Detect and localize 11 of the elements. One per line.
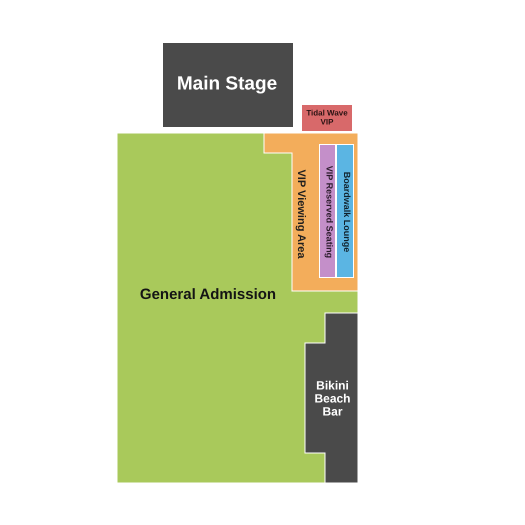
section-label: Boardwalk Lounge [341, 172, 351, 252]
vip-section [302, 105, 352, 131]
section-label: Bikini Beach Bar [313, 380, 352, 418]
stage-block [163, 43, 293, 127]
section-label: VIP Reserved Seating [324, 166, 334, 258]
stage-label: Main Stage [176, 74, 278, 96]
section-label: Tidal Wave VIP [305, 109, 349, 127]
section-label: VIP Viewing Area [294, 169, 306, 259]
lounge-section [336, 144, 354, 278]
seating-section [319, 144, 336, 278]
section-label: General Admission [140, 286, 276, 304]
